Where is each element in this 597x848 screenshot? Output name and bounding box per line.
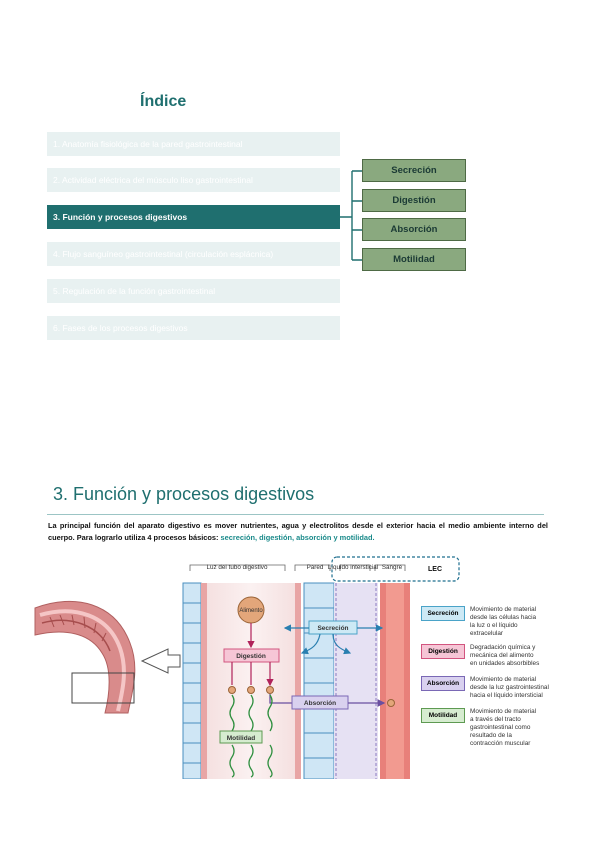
process-digestion[interactable]: Digestión bbox=[362, 189, 466, 212]
region-headers bbox=[189, 556, 460, 582]
process-bracket bbox=[340, 170, 364, 261]
index-item-3-active[interactable]: 3. Función y procesos digestivos bbox=[47, 205, 340, 229]
paragraph-main: La principal función del aparato digesti… bbox=[48, 521, 548, 542]
intestine-illustration-icon bbox=[34, 601, 181, 714]
process-motilidad[interactable]: Motilidad bbox=[362, 248, 466, 271]
food-label: Alimento bbox=[239, 608, 263, 614]
index-item-5[interactable]: 5. Regulación de la función gastrointest… bbox=[47, 279, 340, 303]
absorption-label: Absorción bbox=[304, 700, 336, 707]
index-item-1[interactable]: 1. Anatomía fisiológica de la pared gast… bbox=[47, 132, 340, 156]
motility-label: Motilidad bbox=[227, 735, 256, 742]
process-absorcion[interactable]: Absorción bbox=[362, 218, 466, 241]
header-blood: Sangre bbox=[382, 564, 403, 571]
legend-motility-label: Motilidad bbox=[421, 708, 465, 723]
index-item-4[interactable]: 4. Flujo sanguíneo gastrointestinal (cir… bbox=[47, 242, 340, 266]
section-title: 3. Función y procesos digestivos bbox=[53, 484, 315, 504]
header-lumen: Luz del tubo digestivo bbox=[207, 564, 268, 571]
section-paragraph: La principal función del aparato digesti… bbox=[48, 520, 548, 544]
digestion-label: Digestión bbox=[236, 653, 266, 660]
index-title: Índice bbox=[140, 93, 187, 110]
interstitial-fluid-area bbox=[334, 583, 378, 779]
left-epithelium bbox=[182, 582, 202, 779]
section-divider bbox=[47, 514, 544, 515]
header-lec: LEC bbox=[428, 566, 442, 573]
legend-absorption-label: Absorción bbox=[421, 676, 465, 691]
paragraph-highlight: secreción, digestión, absorción y motili… bbox=[220, 533, 375, 542]
legend-secretion-label: Secreción bbox=[421, 606, 465, 621]
process-secrecion[interactable]: Secreción bbox=[362, 159, 466, 182]
index-item-2[interactable]: 2. Actividad eléctrica del músculo liso … bbox=[47, 168, 340, 192]
right-epithelium bbox=[303, 582, 335, 779]
secretion-label: Secreción bbox=[317, 625, 348, 632]
header-wall: Pared bbox=[307, 564, 324, 571]
index-item-6[interactable]: 6. Fases de los procesos digestivos bbox=[47, 316, 340, 340]
header-interstitial: Líquido intersticial bbox=[328, 564, 378, 571]
digestive-processes-figure: Luz del tubo digestivo Pared Líquido int… bbox=[34, 556, 460, 779]
legend-digestion-label: Digestión bbox=[421, 644, 465, 659]
